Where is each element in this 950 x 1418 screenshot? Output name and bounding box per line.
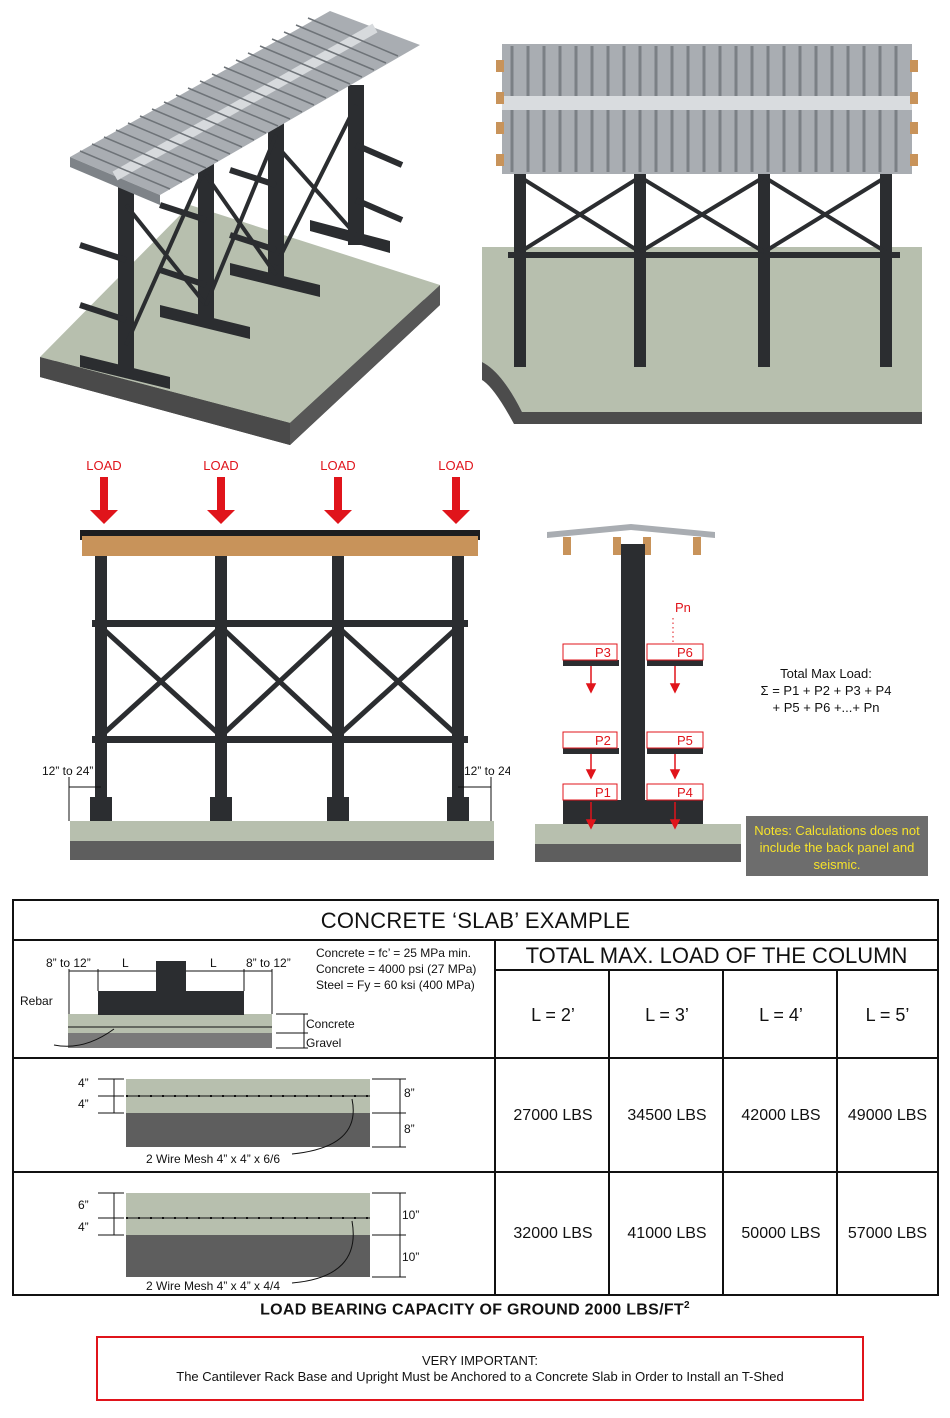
load-value-r2-l4: 50000 LBS bbox=[722, 1171, 838, 1294]
slab-dim-right-top: 8” bbox=[404, 1086, 415, 1100]
note-text: Notes: Calculations does not include the… bbox=[754, 823, 920, 872]
offset-label-right: 12” to 24” bbox=[464, 764, 510, 778]
column-load-title: TOTAL MAX. LOAD OF THE COLUMN bbox=[494, 939, 937, 971]
arm-label-p5: P5 bbox=[677, 733, 693, 748]
gravel-label: Gravel bbox=[306, 1036, 342, 1050]
spec-line: Concrete = 4000 psi (27 MPa) bbox=[316, 962, 477, 976]
important-notice: VERY IMPORTANT: The Cantilever Rack Base… bbox=[96, 1336, 864, 1401]
load-value-r1-l2: 27000 LBS bbox=[494, 1057, 610, 1173]
concrete-slab-table: CONCRETE ‘SLAB’ EXAMPLE 8” to 12” L L 8”… bbox=[12, 899, 939, 1296]
arm-label-p4: P4 bbox=[677, 785, 693, 800]
slab-section-diagram: 6” 4” 10” 10” 2 Wire Mesh 4” x 4” x 4/4 bbox=[78, 1192, 419, 1293]
arm-label-p6: P6 bbox=[677, 645, 693, 660]
load-value-r2-l2: 32000 LBS bbox=[494, 1171, 610, 1294]
spec-line: Steel = Fy = 60 ksi (400 MPa) bbox=[316, 978, 475, 992]
footing-diagram: 8” to 12” L L 8” to 12” Rebar bbox=[20, 956, 308, 1049]
slab-dim-right-bottom: 10” bbox=[402, 1250, 419, 1264]
important-text: The Cantilever Rack Base and Upright Mus… bbox=[176, 1369, 784, 1384]
calculation-note: Notes: Calculations does not include the… bbox=[746, 816, 928, 876]
slab-section-diagram: 4” 4” 8” 8” 2 Wire Mesh 4” x 4” x 6/6 bbox=[78, 1076, 415, 1166]
wire-mesh-label: 2 Wire Mesh 4” x 4” x 4/4 bbox=[146, 1279, 280, 1293]
header-l4: L = 4’ bbox=[722, 969, 838, 1059]
load-arrow-group bbox=[90, 477, 470, 524]
spec-line: Concrete = fc’ = 25 MPa min. bbox=[316, 946, 471, 960]
arm-label-p2: P2 bbox=[595, 733, 611, 748]
load-value-r1-l5: 49000 LBS bbox=[836, 1057, 937, 1173]
formula-title: Total Max Load: bbox=[780, 666, 872, 681]
table-title: CONCRETE ‘SLAB’ EXAMPLE bbox=[320, 908, 631, 933]
arm-label-p1: P1 bbox=[595, 785, 611, 800]
load-value-r1-l3: 34500 LBS bbox=[608, 1057, 724, 1173]
important-title: VERY IMPORTANT: bbox=[421, 1353, 539, 1368]
wire-mesh-label: 2 Wire Mesh 4” x 4” x 6/6 bbox=[146, 1152, 280, 1166]
formula-line: Σ = P1 + P2 + P3 + P4 bbox=[760, 683, 892, 698]
load-value-r1-l4: 42000 LBS bbox=[722, 1057, 838, 1173]
load-label: LOAD bbox=[86, 458, 121, 473]
load-label: LOAD bbox=[438, 458, 473, 473]
slab-dim-right-top: 10” bbox=[402, 1208, 419, 1222]
capacity-superscript: 2 bbox=[684, 1300, 690, 1311]
footing-dim-left: 8” to 12” bbox=[46, 956, 91, 970]
slab-dim-left-bottom: 4” bbox=[78, 1220, 89, 1234]
slab-dim-left-bottom: 4” bbox=[78, 1097, 89, 1111]
arm-label-p3: P3 bbox=[595, 645, 611, 660]
slab-section-row-2: 6” 4” 10” 10” 2 Wire Mesh 4” x 4” x 4/4 bbox=[14, 1171, 496, 1294]
isometric-view-illustration bbox=[40, 11, 440, 445]
load-value-r2-l5: 57000 LBS bbox=[836, 1171, 937, 1294]
total-load-formula: Total Max Load: Σ = P1 + P2 + P3 + P4 + … bbox=[740, 665, 912, 716]
capacity-text: LOAD BEARING CAPACITY OF GROUND 2000 LBS… bbox=[260, 1301, 685, 1319]
footing-dim-l: L bbox=[122, 956, 129, 970]
slab-dim-left-top: 6” bbox=[78, 1198, 89, 1212]
rebar-label: Rebar bbox=[20, 994, 53, 1008]
header-l2: L = 2’ bbox=[494, 969, 610, 1059]
elevation-load-diagram: LOAD LOAD LOAD LOAD 12” to 24” 12” to 24… bbox=[42, 458, 510, 860]
slab-dim-left-top: 4” bbox=[78, 1076, 89, 1090]
load-label: LOAD bbox=[203, 458, 238, 473]
slab-section-row-1: 4” 4” 8” 8” 2 Wire Mesh 4” x 4” x 6/6 bbox=[14, 1057, 496, 1173]
formula-line: + P5 + P6 +...+ Pn bbox=[772, 700, 880, 715]
footing-dim-right: 8” to 12” bbox=[246, 956, 291, 970]
ground-capacity-label: LOAD BEARING CAPACITY OF GROUND 2000 LBS… bbox=[0, 1300, 950, 1319]
offset-label-left: 12” to 24” bbox=[42, 764, 93, 778]
load-label: LOAD bbox=[320, 458, 355, 473]
load-value-r2-l3: 41000 LBS bbox=[608, 1171, 724, 1294]
header-l3: L = 3’ bbox=[608, 969, 724, 1059]
header-l5: L = 5’ bbox=[836, 969, 937, 1059]
footing-dim-l: L bbox=[210, 956, 217, 970]
material-specs: Concrete = fc’ = 25 MPa min. Concrete = … bbox=[316, 945, 496, 993]
concrete-label: Concrete bbox=[306, 1017, 355, 1031]
arm-label-pn: Pn bbox=[675, 600, 691, 615]
slab-dim-right-bottom: 8” bbox=[404, 1122, 415, 1136]
front-view-illustration bbox=[482, 44, 922, 424]
footing-diagram-cell: 8” to 12” L L 8” to 12” Rebar Concrete G… bbox=[14, 939, 496, 1059]
column-arm-diagram: Pn P3 P6 P2 P5 P1 P4 bbox=[535, 524, 741, 862]
